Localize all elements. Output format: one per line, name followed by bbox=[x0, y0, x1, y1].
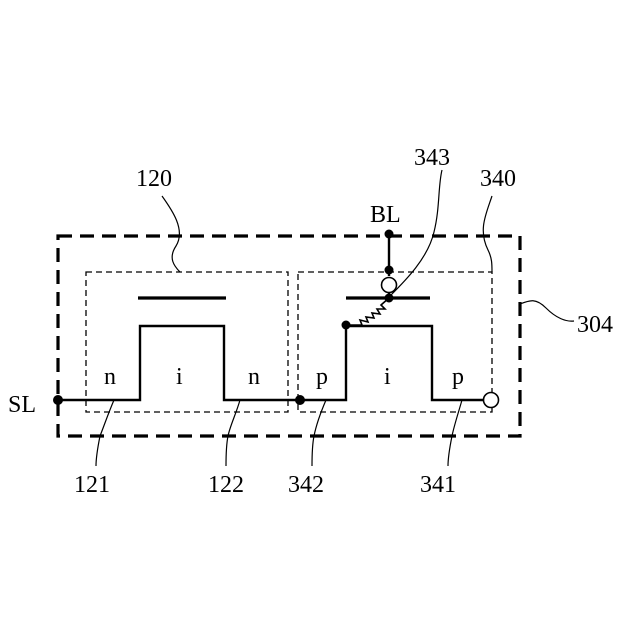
label-122: 122 bbox=[208, 472, 244, 498]
bl-node-dot bbox=[385, 266, 394, 275]
label-341: 341 bbox=[420, 472, 456, 498]
device-120-boundary bbox=[86, 272, 288, 412]
region-i-left: i bbox=[176, 364, 183, 390]
gate-contact-dot bbox=[385, 294, 394, 303]
label-304: 304 bbox=[577, 312, 613, 338]
leader-120 bbox=[162, 196, 180, 272]
label-121: 121 bbox=[74, 472, 110, 498]
region-n-left: n bbox=[104, 364, 116, 390]
open-contact-circle-top bbox=[382, 278, 397, 293]
zigzag-link-343 bbox=[346, 298, 389, 325]
region-i-right: i bbox=[384, 364, 391, 390]
leader-343 bbox=[390, 170, 442, 296]
leader-304 bbox=[520, 301, 574, 321]
label-bl: BL bbox=[370, 202, 401, 228]
label-343: 343 bbox=[414, 145, 450, 171]
region-n-right: n bbox=[248, 364, 260, 390]
junction-dot-342 bbox=[295, 395, 305, 405]
label-340: 340 bbox=[480, 166, 516, 192]
device-340-boundary bbox=[298, 272, 492, 412]
leader-341 bbox=[448, 400, 462, 466]
open-contact-circle-right bbox=[484, 393, 499, 408]
label-120: 120 bbox=[136, 166, 172, 192]
leader-340 bbox=[483, 196, 492, 272]
channel-contact-dot bbox=[342, 321, 351, 330]
sl-terminal-dot bbox=[53, 395, 63, 405]
label-sl: SL bbox=[8, 392, 36, 418]
outer-cell-boundary bbox=[58, 236, 520, 436]
leader-342 bbox=[312, 400, 326, 466]
bl-terminal-dot bbox=[385, 230, 394, 239]
leader-122 bbox=[226, 400, 240, 466]
region-p-right: p bbox=[452, 364, 464, 390]
label-342: 342 bbox=[288, 472, 324, 498]
region-p-left: p bbox=[316, 364, 328, 390]
leader-121 bbox=[96, 400, 114, 466]
